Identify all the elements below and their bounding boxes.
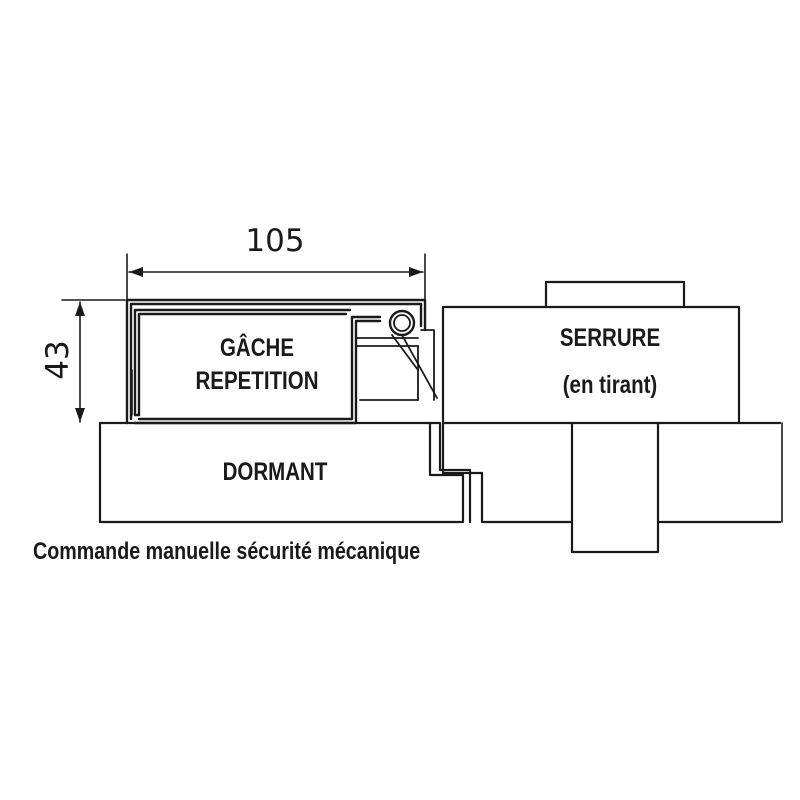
serrure-label-line1: SERRURE [559, 324, 661, 352]
height-dimension [61, 299, 126, 423]
caption: Commande manuelle sécurité mécanique [33, 538, 421, 565]
gache-label-line2: REPETITION [195, 367, 319, 395]
dormant-label: DORMANT [222, 458, 328, 486]
serrure-label-line2: (en tirant) [562, 371, 658, 399]
width-dimension-label: 105 [245, 223, 305, 259]
height-dimension-label: 43 [40, 340, 76, 380]
gache-repetition-shape [125, 298, 438, 425]
serrure-shape [441, 280, 783, 554]
dormant-shape [98, 421, 472, 524]
width-dimension [126, 253, 426, 301]
gache-label-line1: GÂCHE [219, 334, 295, 362]
